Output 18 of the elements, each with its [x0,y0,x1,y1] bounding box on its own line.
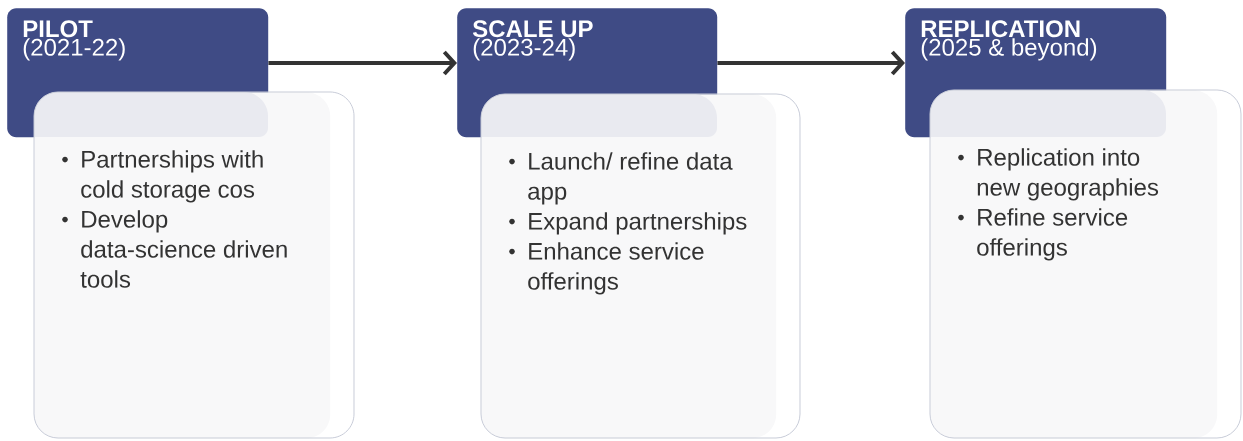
stage-title: PILOT [23,20,93,38]
bullet-item: Partnerships with cold storage cos [81,150,263,203]
stage-body-box [33,91,355,439]
arrow [717,50,905,76]
stage-years: (2023-24) [473,38,575,61]
bullet-item: Develop data-science driven tools [80,210,287,288]
stage-years: (2021-22) [23,38,125,61]
stage-body-box [929,89,1242,439]
stage-title: SCALE UP [472,20,593,38]
bullet-item: Refine service offerings [977,208,1128,261]
bullet-item: Enhance service offerings [528,242,704,295]
stage-years: (2025 & beyond) [921,38,1097,61]
bullet-item: Expand partnerships [529,212,747,235]
stage-title: REPLICATION [921,20,1080,38]
bullet-item: Launch/ refine data app [528,152,733,205]
bullet-item: Replication into new geographies [977,148,1159,201]
stage-body-box [480,93,801,439]
arrow [268,50,457,76]
